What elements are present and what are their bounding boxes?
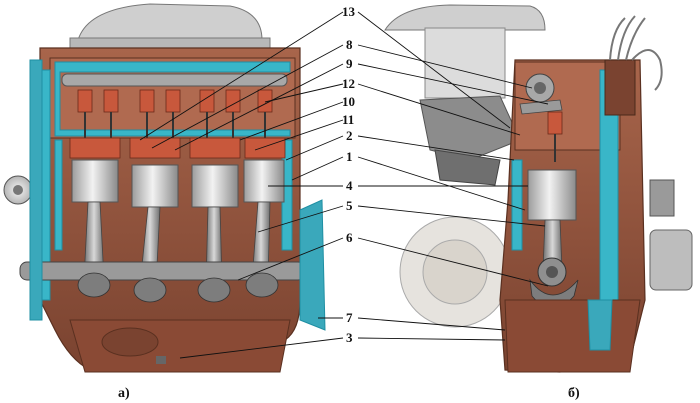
- oil-filter: [649, 229, 693, 291]
- camshaft: [61, 73, 288, 87]
- callout-8: 8: [346, 37, 353, 52]
- valve-spring-cross: [547, 111, 563, 135]
- callout-7: 7: [346, 310, 353, 325]
- crank-pulley-hub: [13, 185, 23, 195]
- drain-plug: [156, 356, 166, 364]
- clutch-ghost: [422, 239, 488, 305]
- combustion-chambers: [69, 137, 286, 159]
- callout-12: 12: [342, 76, 355, 91]
- air-filter-housing: [77, 3, 263, 41]
- exhaust-manifold: [434, 149, 501, 186]
- coolant-jacket-head: [54, 61, 291, 137]
- callout-9: 9: [346, 56, 353, 71]
- callout-1: 1: [346, 149, 353, 164]
- air-filter-base: [69, 37, 271, 49]
- callout-11: 11: [342, 112, 354, 127]
- callout-3: 3: [346, 330, 353, 345]
- caption-right-view: б): [568, 386, 580, 401]
- piston-cross: [527, 169, 577, 221]
- callout-10: 10: [342, 94, 355, 109]
- rocker-arm: [519, 99, 563, 115]
- engine-cross-section: [384, 4, 693, 373]
- air-filter-housing-right: [384, 4, 546, 31]
- callout-4: 4: [346, 178, 353, 193]
- fuel-pump: [649, 179, 675, 217]
- crank-counterweights: [77, 272, 279, 303]
- ignition-wires: [609, 15, 663, 91]
- carburetor: [424, 27, 506, 99]
- callout-leaders: [139, 11, 549, 359]
- callout-numbers: 13 8 9 12 10 11 2 1 4 5 6 7 3: [342, 4, 356, 345]
- callout-5: 5: [346, 198, 353, 213]
- timing-chain-cover: [29, 59, 43, 321]
- crank-main-cross: [546, 266, 558, 278]
- oil-pan-cross: [504, 299, 641, 373]
- oil-pump-pickup: [101, 327, 159, 357]
- intake-manifold: [419, 95, 521, 161]
- distributor: [604, 59, 636, 116]
- oil-pump: [587, 299, 613, 351]
- coolant-jacket-block: [54, 139, 293, 251]
- callout-2: 2: [346, 128, 353, 143]
- callout-6: 6: [346, 230, 353, 245]
- cam-lobe: [534, 82, 546, 94]
- callout-13: 13: [342, 4, 356, 19]
- engine-longitudinal-section: [3, 3, 326, 373]
- pistons: [71, 159, 285, 208]
- flywheel-housing: [299, 199, 326, 331]
- caption-left-view: а): [118, 386, 130, 401]
